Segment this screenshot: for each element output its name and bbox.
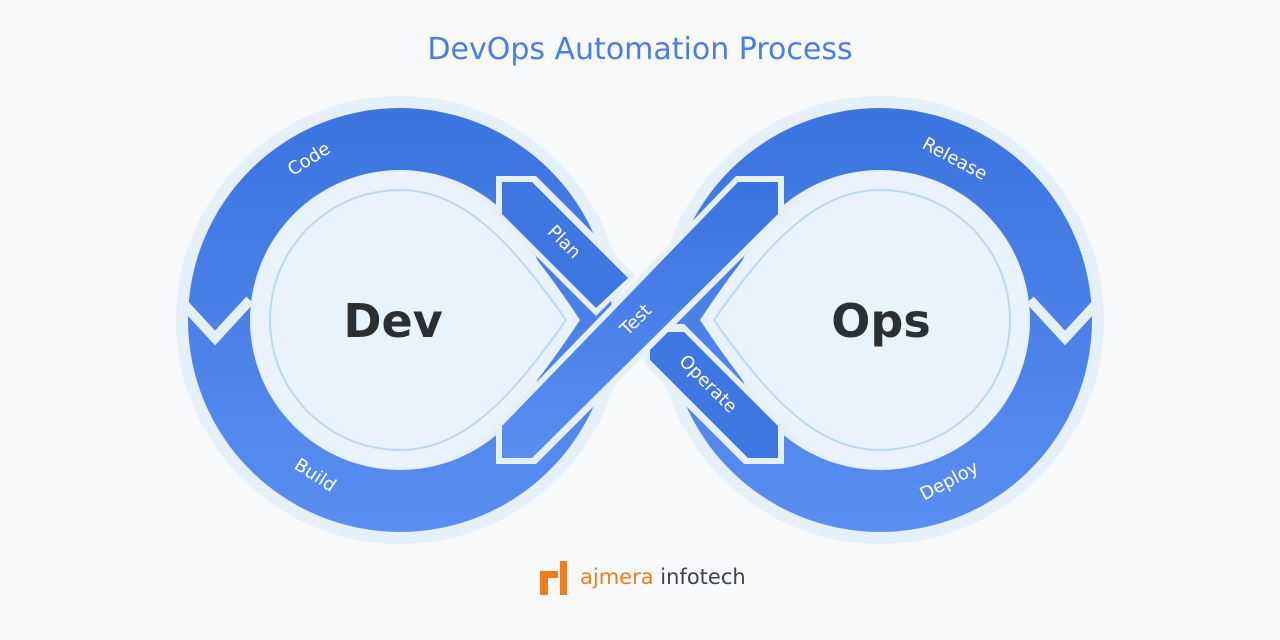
operate-band <box>644 324 784 464</box>
brand-logo: ajmera infotech <box>538 556 746 598</box>
dev-label: Dev <box>343 294 442 348</box>
ops-ring-notch <box>1026 296 1104 346</box>
brand-name: ajmera infotech <box>580 565 746 589</box>
brand-name-part2: infotech <box>660 565 746 589</box>
dev-inner-area <box>252 172 580 468</box>
dev-loop-ring <box>176 108 612 532</box>
dev-ring-notch <box>176 296 254 346</box>
diagram-title: DevOps Automation Process <box>427 32 853 67</box>
ajmera-logo-icon <box>540 561 567 595</box>
plan-band <box>496 176 636 316</box>
ops-loop-ring <box>668 108 1104 532</box>
ops-inner-area <box>700 172 1028 468</box>
brand-name-part1: ajmera <box>580 565 654 589</box>
test-band <box>496 176 784 464</box>
ops-label: Ops <box>831 294 930 348</box>
